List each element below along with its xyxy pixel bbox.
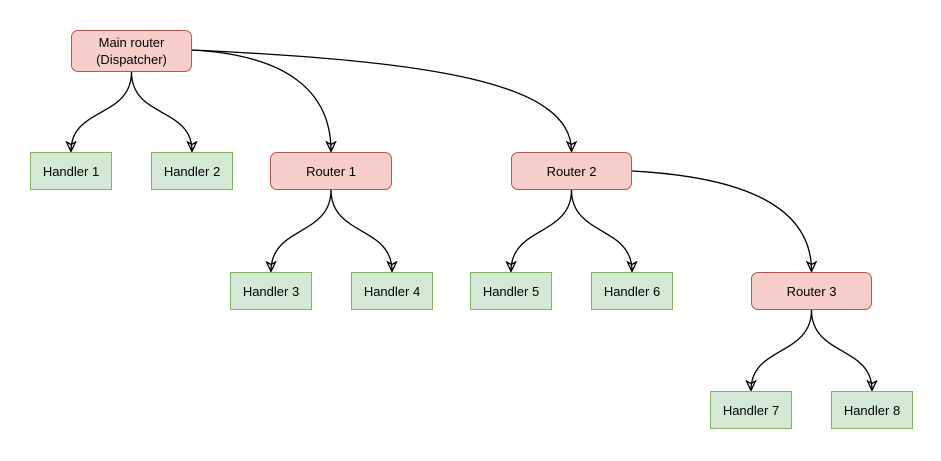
node-handler-8-label: Handler 8 — [843, 402, 901, 418]
node-handler-4-label: Handler 4 — [363, 283, 421, 299]
node-handler-5-label: Handler 5 — [482, 283, 540, 299]
edge-router-1-to-handler-3 — [271, 189, 332, 271]
edge-router-2-to-handler-5 — [511, 189, 573, 271]
node-router-1-label: Router 1 — [306, 163, 356, 179]
edge-main-router-to-router-2 — [191, 49, 572, 151]
node-handler-4: Handler 4 — [351, 272, 433, 310]
node-handler-6: Handler 6 — [591, 272, 673, 310]
edge-router-3-to-handler-7 — [751, 309, 813, 390]
node-main-router: Main router (Dispatcher) — [71, 30, 192, 72]
node-router-1: Router 1 — [270, 152, 392, 190]
node-router-2: Router 2 — [511, 152, 632, 190]
edge-router-2-to-handler-6 — [570, 189, 633, 271]
node-handler-7: Handler 7 — [710, 391, 792, 429]
node-handler-2-label: Handler 2 — [163, 163, 221, 179]
edge-router-3-to-handler-8 — [810, 309, 873, 390]
node-router-3-label: Router 3 — [786, 283, 837, 299]
node-handler-2: Handler 2 — [151, 152, 233, 190]
node-handler-3: Handler 3 — [230, 272, 312, 310]
node-router-3: Router 3 — [751, 272, 872, 310]
node-handler-6-label: Handler 6 — [603, 283, 661, 299]
edge-router-1-to-handler-4 — [330, 189, 392, 271]
node-handler-1: Handler 1 — [30, 152, 112, 190]
node-handler-1-label: Handler 1 — [42, 163, 100, 179]
node-handler-3-label: Handler 3 — [242, 283, 300, 299]
edge-main-router-to-handler-2 — [130, 71, 193, 151]
edge-main-router-to-handler-1 — [71, 71, 133, 151]
node-router-2-label: Router 2 — [546, 163, 597, 179]
node-handler-8: Handler 8 — [831, 391, 913, 429]
node-handler-5: Handler 5 — [470, 272, 552, 310]
edge-router-2-to-router-3 — [631, 170, 812, 271]
node-handler-7-label: Handler 7 — [722, 402, 780, 418]
edge-main-router-to-router-1 — [191, 49, 331, 151]
node-main-router-label: Main router (Dispatcher) — [96, 35, 167, 67]
